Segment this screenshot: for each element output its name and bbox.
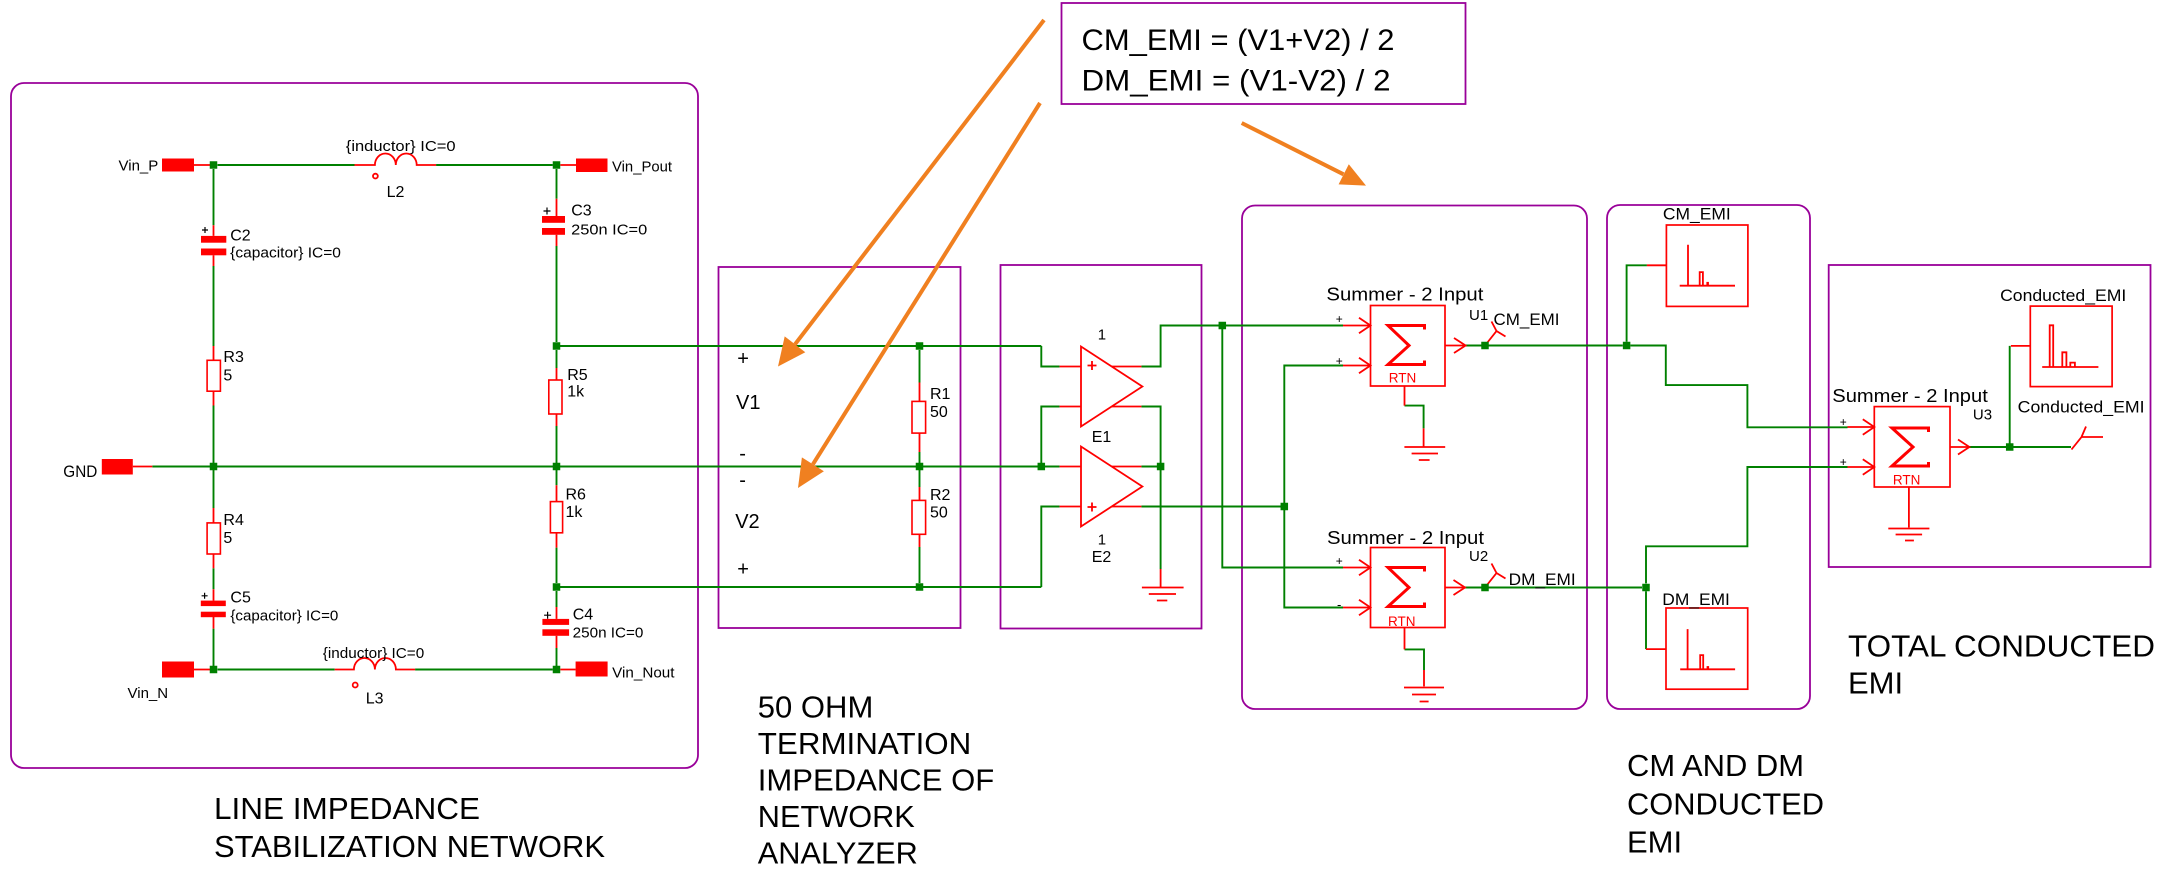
svg-text:LINE IMPEDANCE: LINE IMPEDANCE [214,791,480,826]
svg-text:RTN: RTN [1388,614,1416,629]
svg-text:C5: C5 [230,590,251,607]
svg-text:250n IC=0: 250n IC=0 [571,222,647,239]
svg-text:C3: C3 [571,203,592,220]
svg-text:R1: R1 [930,386,951,403]
svg-text:CM_EMI = (V1+V2) / 2: CM_EMI = (V1+V2) / 2 [1082,24,1395,57]
svg-text:5: 5 [223,530,232,547]
svg-text:GND: GND [63,462,97,481]
svg-text:50: 50 [930,404,948,421]
svg-text:RTN: RTN [1893,473,1921,488]
svg-text:+: + [1840,415,1847,429]
svg-text:+: + [1336,554,1343,568]
svg-text:+: + [1840,455,1847,469]
svg-text:E1: E1 [1092,429,1112,446]
svg-text:TERMINATION: TERMINATION [758,726,972,761]
svg-text:Vin_P: Vin_P [119,158,159,175]
svg-text:R5: R5 [567,367,588,384]
svg-text:Summer - 2 Input: Summer - 2 Input [1327,528,1484,548]
svg-text:EMI: EMI [1627,824,1682,859]
svg-text:L2: L2 [387,184,405,201]
svg-text:-: - [1337,597,1341,612]
svg-text:RTN: RTN [1389,371,1417,386]
svg-text:1: 1 [1098,532,1106,549]
svg-text:R2: R2 [930,487,951,504]
svg-text:5: 5 [223,368,232,385]
svg-text:R6: R6 [566,487,587,504]
svg-text:EMI: EMI [1848,666,1903,701]
svg-text:NETWORK: NETWORK [758,799,915,834]
svg-text:V2: V2 [735,511,759,533]
svg-text:Vin_Pout: Vin_Pout [612,159,673,176]
svg-text:U2: U2 [1469,548,1488,565]
svg-text:{capacitor} IC=0: {capacitor} IC=0 [230,608,338,625]
svg-text:1k: 1k [566,504,584,521]
svg-text:ANALYZER: ANALYZER [758,835,918,870]
svg-text:U3: U3 [1973,407,1992,424]
svg-text:{inductor} IC=0: {inductor} IC=0 [346,138,456,155]
svg-text:-: - [739,443,746,465]
svg-text:CM_EMI: CM_EMI [1494,311,1560,329]
svg-text:C2: C2 [230,228,251,245]
svg-text:{inductor} IC=0: {inductor} IC=0 [323,645,424,662]
svg-text:-: - [739,470,746,492]
svg-text:IMPEDANCE OF: IMPEDANCE OF [758,763,994,798]
svg-text:Vin_N: Vin_N [128,685,169,702]
svg-text:STABILIZATION NETWORK: STABILIZATION NETWORK [214,829,605,864]
svg-text:TOTAL CONDUCTED: TOTAL CONDUCTED [1848,629,2155,664]
svg-text:Vin_Nout: Vin_Nout [612,665,675,682]
svg-text:E2: E2 [1092,549,1112,566]
svg-text:+: + [737,558,749,580]
svg-text:+: + [737,348,749,370]
svg-text:C4: C4 [573,607,594,624]
svg-text:+: + [1336,312,1343,326]
svg-text:DM_EMI: DM_EMI [1509,571,1576,589]
svg-text:CONDUCTED: CONDUCTED [1627,786,1824,821]
svg-text:R3: R3 [223,349,244,366]
svg-text:V1: V1 [736,392,760,414]
svg-text:1k: 1k [567,384,585,401]
svg-text:DM_EMI = (V1-V2) / 2: DM_EMI = (V1-V2) / 2 [1082,65,1391,98]
svg-text:R4: R4 [223,512,244,529]
svg-text:50: 50 [930,505,948,522]
svg-text:{capacitor} IC=0: {capacitor} IC=0 [230,245,341,262]
svg-text:1: 1 [1098,327,1106,344]
svg-text:U1: U1 [1469,307,1488,324]
svg-text:Summer - 2 Input: Summer - 2 Input [1326,285,1483,305]
svg-text:Conducted_EMI: Conducted_EMI [2000,287,2126,305]
svg-text:50 OHM: 50 OHM [758,690,874,725]
svg-text:+: + [1336,354,1343,368]
svg-text:Conducted_EMI: Conducted_EMI [2018,399,2145,417]
svg-text:Summer - 2 Input: Summer - 2 Input [1832,386,1988,406]
svg-text:CM_EMI: CM_EMI [1663,204,1731,223]
svg-text:250n IC=0: 250n IC=0 [573,625,644,642]
svg-text:DM_EMI: DM_EMI [1662,590,1730,609]
svg-text:CM AND DM: CM AND DM [1627,748,1804,783]
svg-text:L3: L3 [366,691,384,708]
